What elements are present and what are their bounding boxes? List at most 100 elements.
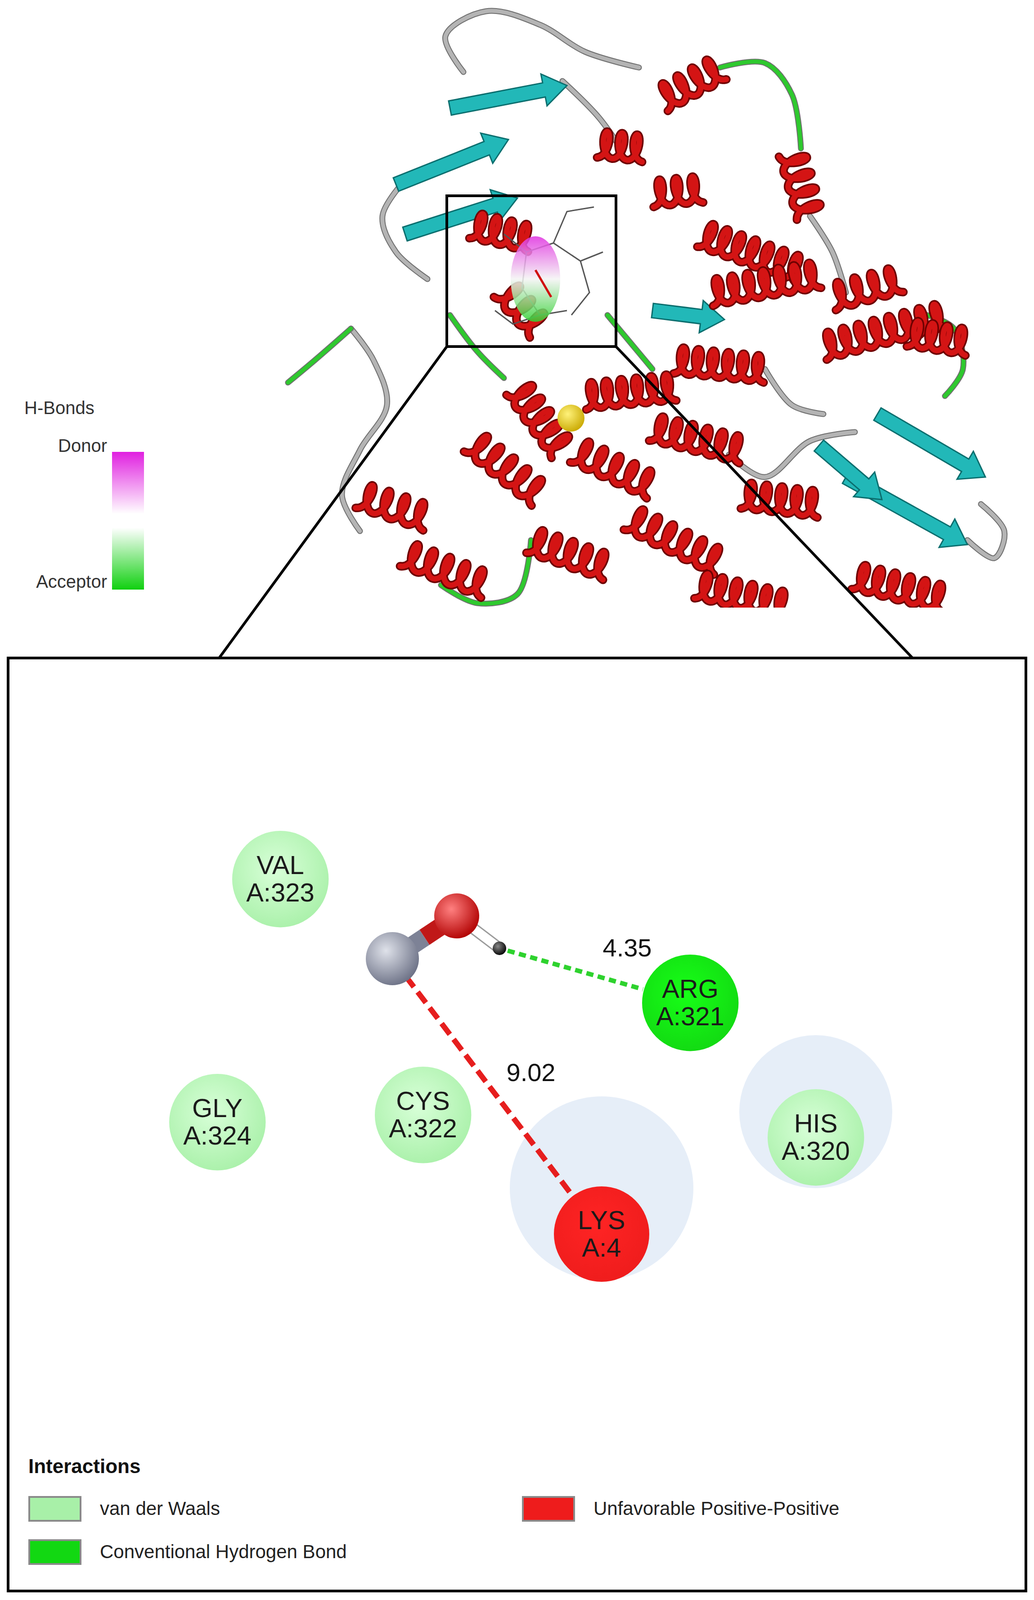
alpha-helix bbox=[586, 374, 677, 410]
legend-entry: Conventional Hydrogen Bond bbox=[99, 1540, 347, 1563]
sulfur-atom bbox=[557, 404, 585, 432]
legend-entry: Unfavorable Positive-Positive bbox=[593, 1497, 840, 1520]
helix-shadow bbox=[694, 573, 785, 608]
helix-shadow bbox=[851, 565, 943, 608]
helix-shadow bbox=[570, 441, 652, 499]
legend-swatch bbox=[28, 1538, 82, 1565]
residue-halo bbox=[739, 1034, 893, 1188]
helix-shadow bbox=[624, 509, 720, 575]
helix-shadow bbox=[597, 131, 643, 162]
residue-label-box: CYS A:322 bbox=[374, 1066, 472, 1163]
coil bbox=[445, 10, 639, 72]
residue-disc bbox=[553, 1186, 650, 1282]
alpha-helix bbox=[570, 441, 652, 499]
beta-sheet bbox=[814, 440, 882, 500]
residue-disc bbox=[169, 1073, 266, 1170]
alpha-helix bbox=[713, 262, 822, 306]
legend-text: Unfavorable Positive-Positive bbox=[593, 1497, 840, 1520]
legend-text: Conventional Hydrogen Bond bbox=[99, 1540, 347, 1563]
distance-label: 9.02 bbox=[503, 1057, 559, 1087]
alpha-helix bbox=[694, 573, 785, 608]
beta-sheet bbox=[873, 407, 986, 480]
alpha-helix bbox=[673, 347, 764, 383]
helix-shadow bbox=[463, 436, 542, 506]
residue-disc bbox=[374, 1066, 472, 1163]
caption-label: H-Bonds bbox=[24, 397, 95, 419]
helix-shadow bbox=[836, 268, 904, 311]
residue-circle: ARG A:321 bbox=[642, 954, 739, 1051]
residue-label: GLY A:324 bbox=[176, 1094, 258, 1150]
helix-shadow bbox=[673, 347, 764, 383]
coil bbox=[967, 503, 1005, 558]
label-box: Donor bbox=[58, 435, 108, 456]
helix-shadow bbox=[355, 485, 425, 531]
residue-label-box: GLY A:324 bbox=[169, 1073, 266, 1170]
beta-sheet bbox=[448, 73, 567, 115]
alpha-helix bbox=[355, 485, 425, 531]
label-box: 9.02 bbox=[503, 1057, 559, 1087]
ligand-stick bbox=[571, 260, 590, 315]
ligand-atom bbox=[365, 931, 419, 985]
alpha-helix bbox=[778, 156, 821, 220]
coil-outline bbox=[967, 503, 1005, 558]
caption-label: Interactions bbox=[28, 1454, 141, 1478]
hydrogen-atom bbox=[492, 941, 507, 955]
helix-shadow bbox=[400, 544, 484, 598]
label-box: H-Bonds bbox=[24, 397, 95, 419]
protein-ribbon bbox=[287, 10, 1005, 608]
zoom-frame bbox=[446, 195, 616, 347]
zoom-panel bbox=[8, 657, 1026, 1591]
coil-outline bbox=[764, 368, 824, 414]
helix-shadow bbox=[649, 416, 740, 464]
alpha-helix bbox=[653, 176, 704, 207]
helix-shadow bbox=[526, 530, 606, 580]
legend-entry: van der Waals bbox=[99, 1497, 221, 1520]
coil bbox=[764, 368, 824, 414]
residue-disc bbox=[767, 1088, 864, 1186]
residue-circle: LYS A:4 bbox=[553, 1186, 650, 1282]
label-box: Acceptor bbox=[35, 571, 108, 592]
residue-label: CYS A:322 bbox=[382, 1087, 464, 1142]
docked-ligand bbox=[494, 206, 603, 324]
residue-label-box: ARG A:321 bbox=[642, 954, 739, 1051]
hbond-color-bar bbox=[112, 451, 144, 590]
caption-label: Donor bbox=[58, 435, 108, 456]
coil-outline bbox=[719, 61, 801, 149]
beta-sheet bbox=[393, 133, 509, 192]
coil bbox=[719, 61, 801, 149]
residue-label-box: VAL A:323 bbox=[232, 830, 329, 927]
alpha-helix bbox=[400, 544, 484, 598]
residue-disc bbox=[232, 830, 329, 927]
coil-outline bbox=[445, 10, 639, 72]
alpha-helix bbox=[836, 268, 904, 311]
alpha-helix bbox=[624, 509, 720, 575]
helix-shadow bbox=[653, 176, 704, 207]
residue-label: ARG A:321 bbox=[649, 975, 731, 1030]
hbond-surface bbox=[510, 236, 561, 322]
residue-label-box: LYS A:4 bbox=[553, 1186, 650, 1282]
alpha-helix bbox=[906, 321, 966, 356]
legend-text: van der Waals bbox=[99, 1497, 221, 1520]
caption-label: Acceptor bbox=[35, 571, 108, 592]
alpha-helix bbox=[597, 131, 643, 162]
label-box: 4.35 bbox=[600, 932, 655, 963]
ligand-stick bbox=[553, 206, 594, 243]
helix-shadow bbox=[906, 321, 966, 356]
label-box: Interactions bbox=[28, 1454, 141, 1478]
alpha-helix bbox=[649, 416, 740, 464]
residue-circle: VAL A:323 bbox=[232, 830, 329, 927]
alpha-helix bbox=[851, 565, 943, 608]
oxygen-atom bbox=[434, 893, 480, 939]
residue-circle: GLY A:324 bbox=[169, 1073, 266, 1170]
coil bbox=[287, 328, 351, 383]
residue-label-box: HIS A:320 bbox=[767, 1088, 864, 1186]
helix-shadow bbox=[778, 156, 821, 220]
residue-circle: CYS A:322 bbox=[374, 1066, 472, 1163]
distance-label: 4.35 bbox=[600, 932, 655, 963]
alpha-helix bbox=[661, 59, 727, 112]
coil-outline bbox=[287, 328, 351, 383]
legend-swatch bbox=[521, 1495, 576, 1522]
alpha-helix bbox=[526, 530, 606, 580]
zoom-line bbox=[615, 346, 913, 658]
